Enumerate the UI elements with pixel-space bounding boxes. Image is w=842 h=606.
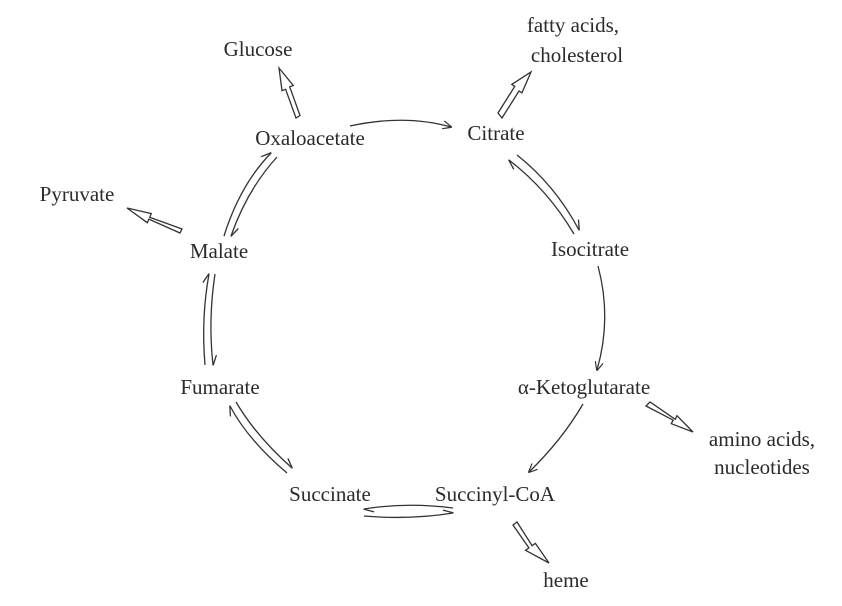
reversible-arrow-succinate-fumarate [230,401,292,474]
label-alpha-ketoglutarate: α-Ketoglutarate [518,375,650,399]
outflow-arrow-heme [512,521,550,564]
label-malate: Malate [190,239,248,263]
reversible-arrow-fumarate-malate [204,274,215,365]
arrow-oxaloacetate-to-citrate [349,119,451,127]
label-amino-acids-line1: amino acids, [709,427,815,451]
label-fatty-acids-line1: fatty acids, [527,13,619,37]
outflow-arrow-pyruvate [126,207,183,234]
outflow-arrow-amino-acids [644,401,694,433]
outflow-arrow-fatty-acids [497,70,533,120]
label-oxaloacetate: Oxaloacetate [255,126,365,150]
label-citrate: Citrate [467,121,524,145]
label-fumarate: Fumarate [180,375,259,399]
arrow-isocitrate-to-ketoglutarate [597,265,606,370]
label-succinyl-coa: Succinyl-CoA [435,482,556,506]
reversible-arrow-citrate-isocitrate [509,154,579,235]
outflow-arrow-glucose [278,65,301,119]
label-glucose: Glucose [224,37,293,61]
reversible-arrow-malate-oxaloacetate [223,153,278,236]
label-succinate: Succinate [289,482,371,506]
label-fatty-acids-line2: cholesterol [531,43,623,67]
label-isocitrate: Isocitrate [551,237,629,261]
reversible-arrow-succinyl-coa-succinate [364,504,453,519]
label-pyruvate: Pyruvate [40,182,115,206]
arrow-ketoglutarate-to-succinyl-coa [529,403,584,472]
label-heme: heme [543,568,588,592]
label-amino-acids-line2: nucleotides [714,455,810,479]
